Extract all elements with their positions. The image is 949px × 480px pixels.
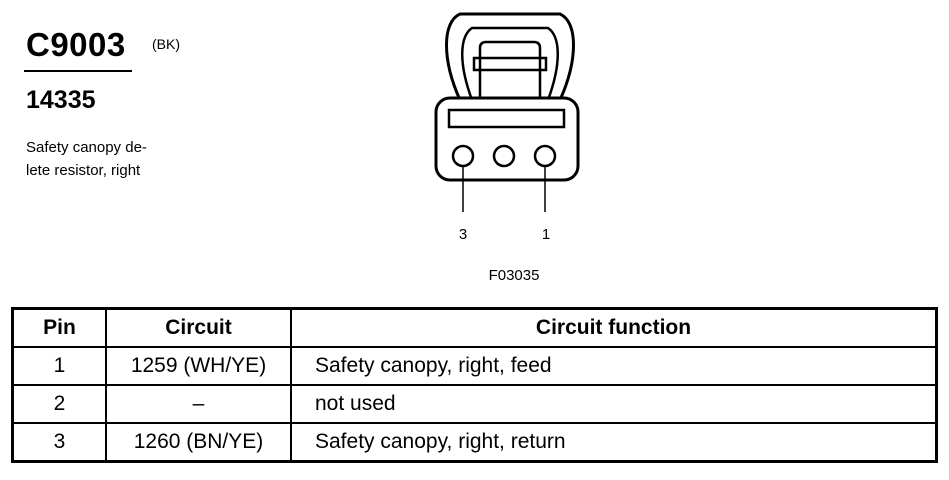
table-header-row: Pin Circuit Circuit function bbox=[11, 307, 938, 348]
connector-id: C9003 bbox=[26, 26, 126, 63]
pin-label-1: 1 bbox=[542, 226, 550, 243]
cell-pin: 1 bbox=[11, 346, 107, 386]
header-pin: Pin bbox=[11, 307, 107, 348]
cell-pin: 2 bbox=[11, 384, 107, 424]
connector-id-underline bbox=[24, 70, 132, 72]
table-row: 1 1259 (WH/YE) Safety canopy, right, fee… bbox=[11, 346, 938, 386]
cell-circuit: – bbox=[105, 384, 292, 424]
pin-label-3: 3 bbox=[459, 226, 467, 243]
header-circuit: Circuit bbox=[105, 307, 292, 348]
cell-function: not used bbox=[290, 384, 938, 424]
cell-circuit: 1259 (WH/YE) bbox=[105, 346, 292, 386]
cell-function: Safety canopy, right, return bbox=[290, 422, 938, 463]
connector-description: Safety canopy de- lete resistor, right bbox=[26, 136, 186, 182]
cell-circuit: 1260 (BN/YE) bbox=[105, 422, 292, 463]
part-number: 14335 bbox=[26, 86, 96, 114]
lock-tab-outer bbox=[445, 12, 575, 101]
latch-bar bbox=[472, 56, 548, 72]
color-code: (BK) bbox=[152, 36, 180, 52]
header-circuit-function: Circuit function bbox=[290, 307, 938, 348]
figure-code: F03035 bbox=[489, 267, 540, 284]
description-line-1: Safety canopy de- bbox=[26, 139, 147, 156]
cell-pin: 3 bbox=[11, 422, 107, 463]
lock-tab-inner bbox=[461, 26, 559, 101]
connector-face-diagram: 3 1 F03035 bbox=[434, 12, 580, 284]
pin-cavity-2 bbox=[492, 144, 516, 168]
cell-function: Safety canopy, right, feed bbox=[290, 346, 938, 386]
key-slot bbox=[447, 108, 566, 129]
table-row: 2 – not used bbox=[11, 384, 938, 424]
latch-block bbox=[478, 40, 542, 100]
table-row: 3 1260 (BN/YE) Safety canopy, right, ret… bbox=[11, 422, 938, 463]
pinout-table: Pin Circuit Circuit function 1 1259 (WH/… bbox=[11, 307, 938, 463]
description-line-2: lete resistor, right bbox=[26, 162, 141, 179]
